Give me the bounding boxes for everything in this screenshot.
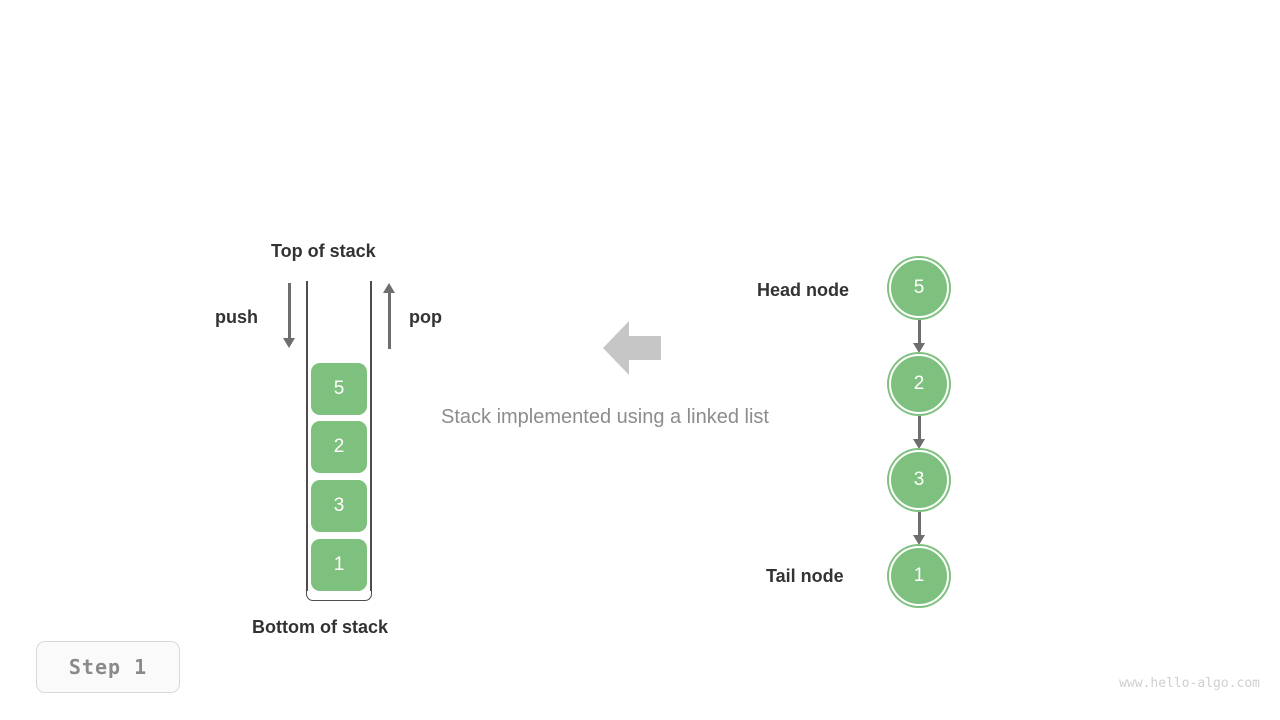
stack-cell: 1 (311, 539, 367, 591)
stack-cell: 2 (311, 421, 367, 473)
stack-container (306, 281, 372, 601)
bottom-of-stack-label: Bottom of stack (252, 617, 389, 637)
caption-text: Stack implemented using a linked list (441, 406, 769, 428)
step-badge: Step 1 (36, 641, 180, 693)
tail-node-label: Tail node (766, 566, 844, 586)
linked-list-node: 2 (889, 354, 949, 414)
stack-floor (306, 583, 372, 601)
step-badge-label: Step 1 (68, 655, 148, 679)
push-label: push (215, 307, 258, 327)
stack-wall-left (306, 281, 308, 591)
stack-wall-right (370, 281, 372, 591)
pop-label: pop (409, 307, 442, 327)
stack-cell: 5 (311, 363, 367, 415)
top-of-stack-label: Top of stack (271, 241, 376, 261)
head-node-label: Head node (757, 280, 850, 300)
linked-list-node: 3 (889, 450, 949, 510)
linked-list-node: 1 (889, 546, 949, 606)
stack-cell: 3 (311, 480, 367, 532)
linked-list-node: 5 (889, 258, 949, 318)
arrow-left-block-icon (603, 318, 663, 383)
watermark: www.hello-algo.com (1119, 676, 1260, 691)
